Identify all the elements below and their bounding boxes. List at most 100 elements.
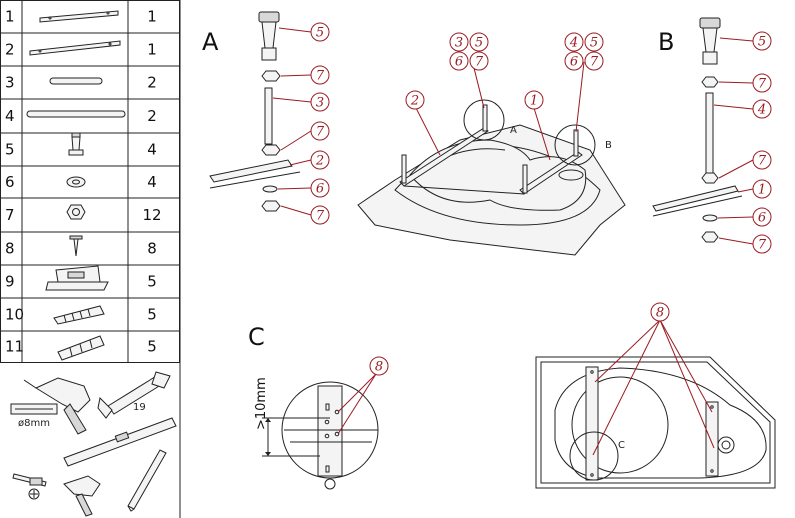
callout-7: 7 <box>280 65 330 85</box>
callout-7: 7 <box>718 234 772 254</box>
cordless-drill-icon <box>63 475 101 517</box>
callout-number: 7 <box>316 209 325 224</box>
section-a-label: A <box>202 28 219 56</box>
callout-1: 1 <box>737 179 772 199</box>
callout-number: 6 <box>316 182 324 197</box>
part-icon-washer <box>66 176 86 188</box>
callout-number: 7 <box>590 55 599 70</box>
part-quantity: 5 <box>147 338 157 356</box>
detail-circle-a <box>463 99 505 141</box>
washer-6-b <box>702 214 718 222</box>
part-number: 11 <box>5 338 24 356</box>
part-quantity: 8 <box>147 240 157 258</box>
part-quantity: 12 <box>142 206 161 224</box>
overview-mark-a: A <box>510 125 517 136</box>
section-c-label: C <box>248 323 265 351</box>
overview-mark-b: B <box>605 140 612 151</box>
foot-part-5-b <box>699 17 721 65</box>
part-icon-profile-1 <box>39 10 119 23</box>
part-quantity: 4 <box>147 141 157 159</box>
part-number: 8 <box>5 240 15 258</box>
callout-number: 8 <box>375 360 383 375</box>
rod-part-3 <box>264 87 273 145</box>
part-number: 9 <box>5 273 15 291</box>
callout-8: 8 <box>369 356 389 376</box>
callout-1: 1 <box>524 90 544 110</box>
tools-panel: ø8mm 19 <box>10 371 177 517</box>
part-icon-foot <box>68 132 84 156</box>
callout-7: 7 <box>584 51 604 71</box>
part-icon-screw <box>69 235 83 257</box>
profile-part-2 <box>209 159 301 189</box>
parts-table-row: 10 5 <box>0 297 180 324</box>
nut-7-mid <box>261 144 281 156</box>
part-number: 1 <box>5 8 15 26</box>
callout-number: 6 <box>455 55 463 70</box>
wrench-icon <box>97 371 171 419</box>
callout-number: 7 <box>758 77 767 92</box>
callout-number: 5 <box>758 35 766 50</box>
callout-number: 7 <box>758 238 767 253</box>
callout-number: 4 <box>569 36 578 51</box>
callout-7: 7 <box>469 51 489 71</box>
screwdriver-icon <box>12 473 47 487</box>
part-quantity: 5 <box>147 306 157 324</box>
callout-3: 3 <box>449 32 469 52</box>
callout-number: 7 <box>475 55 484 70</box>
overview-mark-c: C <box>618 440 625 451</box>
callout-number: 8 <box>656 306 664 321</box>
parts-table-row: 7 12 <box>0 197 180 224</box>
callout-5: 5 <box>469 32 489 52</box>
part-number: 2 <box>5 41 15 59</box>
foot-part-5 <box>258 11 280 61</box>
callout-4: 4 <box>713 99 772 119</box>
part-quantity: 1 <box>147 8 157 26</box>
part-icon-short-rod <box>49 77 103 85</box>
part-number: 5 <box>5 141 15 159</box>
part-number: 6 <box>5 173 15 191</box>
part-icon-nut <box>66 204 86 220</box>
bathtub-top-view: C <box>535 319 776 489</box>
exploded-view-a <box>209 11 301 212</box>
frame-rail-2 <box>399 127 489 187</box>
wrench-size-label: 19 <box>133 402 146 413</box>
callout-6: 6 <box>564 51 584 71</box>
part-icon-dowel-10 <box>53 305 105 325</box>
part-number: 10 <box>5 306 24 324</box>
callout-number: 6 <box>570 55 578 70</box>
part-number: 3 <box>5 74 15 92</box>
callout-number: 5 <box>590 36 598 51</box>
rod-part-4 <box>705 92 714 174</box>
phillips-icon <box>28 488 40 500</box>
nut-7-b-bottom <box>701 231 719 243</box>
part-icon-dowel-11 <box>57 335 105 361</box>
callout-6: 6 <box>277 178 330 198</box>
callout-number: 3 <box>316 96 324 111</box>
part-icon-long-rod <box>26 110 126 118</box>
dimension-label: >10mm <box>254 377 269 430</box>
part-number: 7 <box>5 206 15 224</box>
callout-number: 7 <box>758 154 767 169</box>
part-quantity: 5 <box>147 273 157 291</box>
part-icon-profile-2 <box>29 40 121 56</box>
callout-2: 2 <box>289 150 330 170</box>
detail-circle-c <box>569 431 619 481</box>
profile-part-1 <box>652 185 743 217</box>
part-quantity: 1 <box>147 41 157 59</box>
bathtub-perspective: A B <box>357 59 626 256</box>
nut-7-top <box>261 70 281 82</box>
exploded-view-b <box>652 17 743 243</box>
callout-6: 6 <box>449 51 469 71</box>
part-number: 4 <box>5 107 15 125</box>
part-quantity: 2 <box>147 74 157 92</box>
detail-view-c: >10mm <box>254 373 379 490</box>
drill-bit-label: ø8mm <box>18 418 50 429</box>
callout-number: 5 <box>316 26 324 41</box>
